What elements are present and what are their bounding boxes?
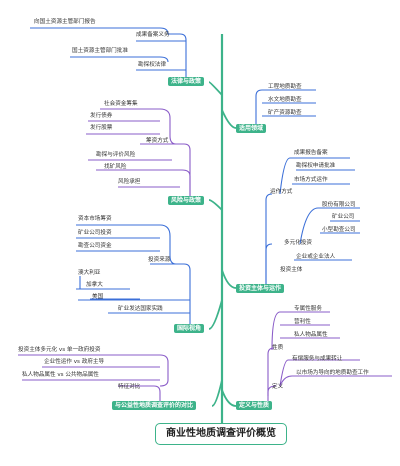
- law-item-2: 成果备案义务: [136, 32, 170, 38]
- define-item-2: 营利性: [294, 319, 311, 325]
- intl-item-3: 勘查公司资金: [78, 243, 112, 249]
- risk-item-2: 发行债券: [90, 113, 113, 119]
- risk-sub-1: 筹资方式: [146, 138, 169, 144]
- define-item-4: 有偿服务与成果转让: [292, 356, 343, 362]
- intl-item-2: 矿业公司投资: [78, 230, 112, 236]
- define-item-3: 私人物品属性: [294, 332, 328, 338]
- field-item-1: 工程地质勘查: [268, 84, 302, 90]
- branch-intl[interactable]: 国际视角: [174, 324, 205, 333]
- branch-compare[interactable]: 与公益性地质调查评价的对比: [112, 401, 197, 410]
- compare-item-3: 私人物品属性 vs 公共物品属性: [22, 372, 99, 378]
- risk-item-6: 风险承担: [118, 179, 141, 185]
- intl-sub-1: 投资来源: [148, 257, 171, 263]
- invest-item-3: 市场方式运作: [294, 177, 328, 183]
- root-topic[interactable]: 商业性地质调查评价概览: [155, 423, 287, 445]
- invest-item-7: 企业或企业法人: [296, 254, 336, 260]
- field-item-3: 矿产资源勘查: [268, 110, 302, 116]
- compare-item-1: 投资主体多元化 vs 单一政府投资: [18, 347, 101, 353]
- intl-item-5: 加拿大: [86, 282, 103, 288]
- intl-item-7: 矿业发达国家实践: [118, 306, 163, 312]
- law-item-1: 向国土资源主管部门报告: [34, 19, 96, 25]
- invest-sub-3: 投资主体: [280, 267, 303, 273]
- branch-risk[interactable]: 风险与政策: [168, 196, 205, 205]
- define-sub-1: 性质: [272, 345, 284, 351]
- risk-item-5: 找矿风险: [104, 164, 127, 170]
- invest-item-5: 矿业公司: [332, 214, 355, 220]
- invest-item-4: 股份有限公司: [322, 202, 356, 208]
- define-item-1: 专属性服务: [294, 306, 322, 312]
- define-item-5: 以市场为导向的地质勘查工作: [296, 370, 369, 376]
- invest-item-2: 勘探权申请批准: [296, 163, 336, 169]
- branch-define[interactable]: 定义与性质: [236, 401, 273, 410]
- branch-law[interactable]: 法律与政策: [168, 77, 205, 86]
- risk-item-4: 勘探与评价风险: [96, 152, 136, 158]
- intl-item-6: 美国: [92, 294, 104, 300]
- invest-sub-2: 多元化投资: [284, 240, 312, 246]
- law-item-4: 勘探权法律: [138, 62, 166, 68]
- invest-item-6: 小型勘查公司: [322, 227, 356, 233]
- define-sub-2: 定义: [272, 384, 284, 390]
- compare-sub: 特征对比: [118, 384, 141, 390]
- compare-item-2: 企业性运作 vs 政府主导: [44, 359, 105, 365]
- intl-item-4: 澳大利亚: [78, 270, 101, 276]
- branch-field[interactable]: 适用领域: [236, 124, 267, 133]
- law-item-3: 国土资源主管部门批准: [72, 48, 128, 54]
- intl-item-1: 资本市场筹资: [78, 216, 112, 222]
- risk-item-1: 社会资金筹集: [104, 101, 138, 107]
- invest-sub-1: 运作方式: [270, 189, 293, 195]
- invest-item-1: 成果报告备案: [294, 150, 328, 156]
- branch-invest[interactable]: 投资主体与运作: [236, 284, 285, 293]
- field-item-2: 水文地质勘查: [268, 97, 302, 103]
- risk-item-3: 发行股票: [90, 125, 113, 131]
